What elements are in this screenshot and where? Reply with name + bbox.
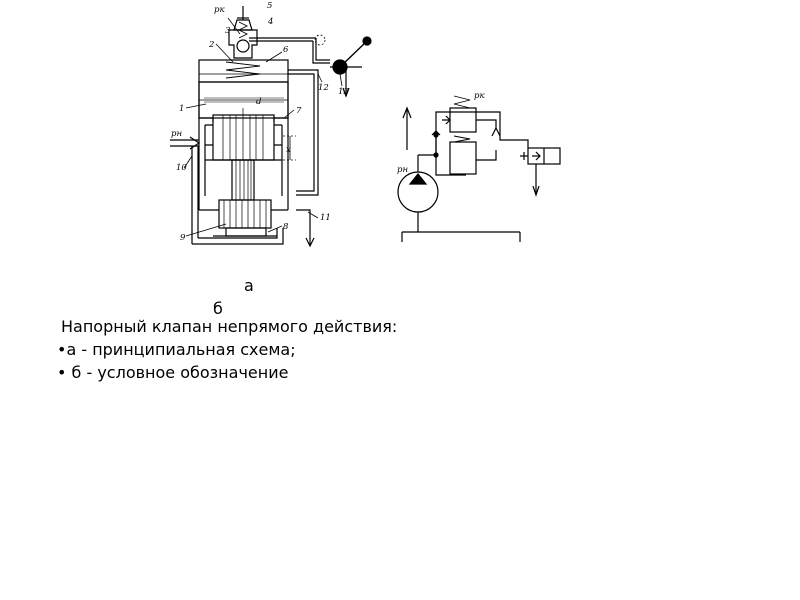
caption-title: Напорный клапан непрямого действия: [61,317,398,336]
label-d: d [256,97,262,107]
label-pn-b: pн [397,165,408,175]
label-7: 7 [296,106,302,116]
label-11: 11 [320,213,331,223]
label-10: 10 [176,163,187,173]
label-9: 9 [180,233,186,243]
label-pk-a: pк [214,5,225,15]
caption-item-b: • б - условное обозначение [57,363,289,382]
label-x: x [286,145,291,155]
valve-figure: pк 5 4 3 2 6 1 d 7 pн 10 x 11 8 9 12 13 … [170,1,561,248]
label-4: 4 [267,17,273,27]
label-pn-a: pн [171,129,182,139]
figure-sublabel-a: а [244,276,254,295]
label-3: 3 [225,26,230,36]
figure-sublabel-b: б [213,299,223,318]
label-6: 6 [283,45,289,55]
label-2: 2 [208,40,214,50]
label-5: 5 [267,1,272,11]
caption-item-a: •а - принципиальная схема; [57,340,296,359]
valve-cross-section [170,6,372,248]
label-8: 8 [283,222,289,232]
caption: Напорный клапан непрямого действия: •а -… [57,315,397,384]
label-13: 13 [338,87,349,97]
label-12: 12 [318,83,329,93]
label-pk-b: pк [474,91,485,101]
valve-hydraulic-symbol [397,95,561,242]
label-1: 1 [179,104,184,114]
